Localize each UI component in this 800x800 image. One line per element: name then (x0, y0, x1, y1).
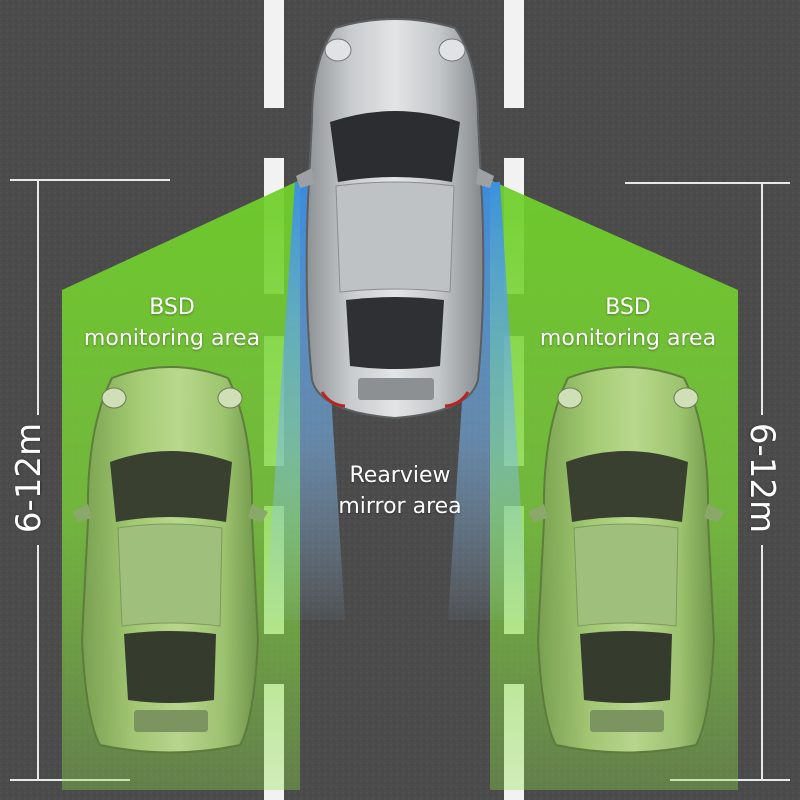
lane-dash (504, 0, 524, 108)
rearview-zone-right (448, 182, 528, 620)
rearview-label: Rearview mirror area (300, 460, 500, 522)
bsd-label-right-line2: monitoring area (539, 326, 717, 351)
right-car (528, 366, 724, 754)
distance-label-right: 6-12m (742, 422, 782, 534)
bsd-label-left: BSD monitoring area (72, 292, 272, 354)
bsd-label-right-line1: BSD (605, 295, 651, 320)
left-car (72, 366, 268, 754)
rearview-label-line2: mirror area (338, 494, 462, 519)
host-car (296, 18, 494, 420)
lane-dash (264, 0, 284, 108)
rearview-zone-left (265, 182, 345, 620)
rearview-label-line1: Rearview (349, 463, 451, 488)
bsd-label-left-line2: monitoring area (83, 326, 261, 351)
bsd-label-right: BSD monitoring area (528, 292, 728, 354)
bsd-label-left-line1: BSD (149, 295, 195, 320)
distance-label-left: 6-12m (9, 422, 49, 534)
